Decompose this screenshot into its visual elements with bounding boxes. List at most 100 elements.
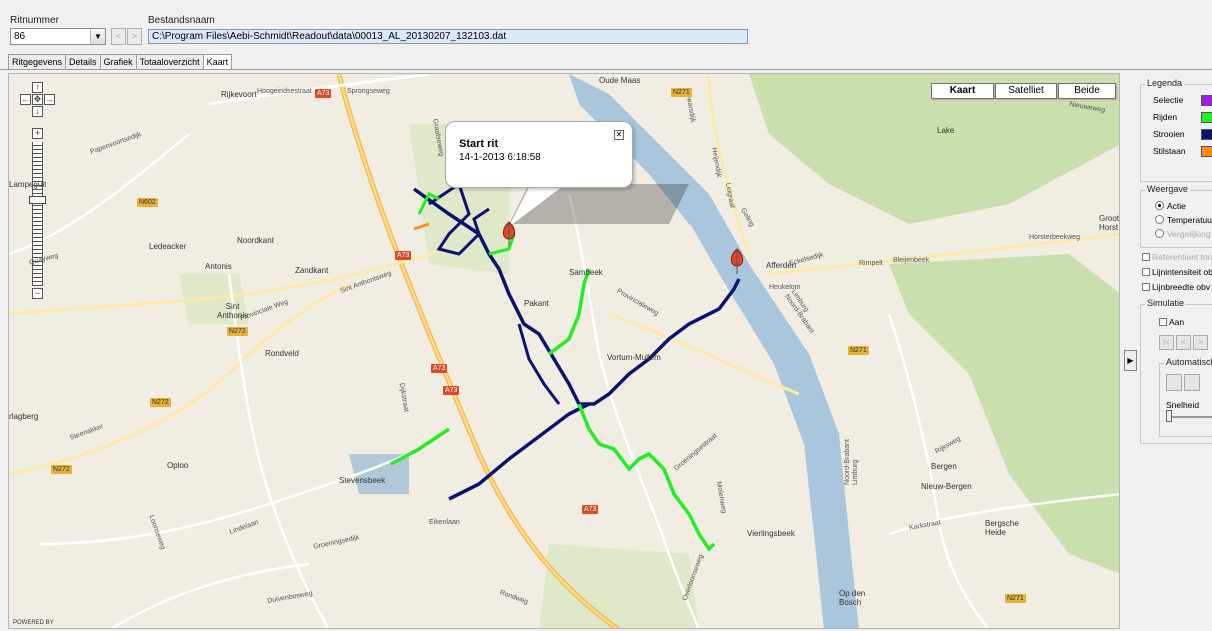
road-label: Horsterbeekweg (1029, 234, 1080, 241)
tab-grafiek[interactable]: Grafiek (99, 54, 137, 69)
radio-label: Actie (1167, 201, 1186, 211)
place-label: Oude Maas (599, 76, 641, 85)
auto-pause-button[interactable] (1184, 374, 1200, 391)
snelheid-label: Snelheid (1166, 400, 1200, 410)
road (768, 232, 1119, 276)
zoom-slider[interactable] (32, 142, 43, 286)
road (608, 312, 800, 396)
road-shield: N271 (1005, 594, 1026, 603)
place-text: Groote Horst (1099, 214, 1120, 232)
radio-dot[interactable] (1155, 229, 1164, 238)
route-strooien (412, 187, 741, 406)
bestandsnaam-field[interactable]: C:\Program Files\Aebi-Schmidt\Readout\da… (148, 29, 748, 44)
legend-label: Stilstaan (1153, 146, 1186, 156)
sim-next-button[interactable]: > (1193, 335, 1208, 350)
checkbox-lijnbreedte[interactable]: Lijnbreedte obv (1142, 282, 1210, 292)
legend-swatch-stilstaan (1201, 146, 1212, 157)
start-marker-icon[interactable] (502, 221, 516, 246)
road (567, 193, 700, 628)
route-stilstaan (413, 222, 430, 231)
pan-right-icon[interactable]: → (44, 94, 55, 105)
road-shield: A73 (443, 386, 460, 395)
collapse-panel-button[interactable]: ▶ (1124, 350, 1137, 371)
map-canvas[interactable] (9, 74, 1120, 629)
road (38, 442, 430, 546)
checkbox-referentierit[interactable]: Referentierit ton (1142, 252, 1212, 262)
pan-left-icon[interactable]: ← (20, 94, 31, 105)
prev-rit-button[interactable]: < (111, 28, 126, 45)
bestandsnaam-label: Bestandsnaam (148, 15, 215, 26)
road-label: Hoogeindsestraat (257, 88, 312, 95)
route-rijden (577, 403, 716, 552)
right-panel: Legenda Selectie Rijden Strooien Stilsta… (1138, 72, 1212, 631)
road (9, 247, 450, 316)
place-text: Sint Anthonis (217, 302, 249, 320)
place-label: Bergsche Heide (985, 519, 1019, 537)
checkbox-box[interactable] (1142, 283, 1150, 291)
place-label: Nieuw-Bergen (921, 482, 972, 491)
route-strooien (517, 323, 561, 405)
tab-totaaloverzicht[interactable]: Totaaloverzicht (135, 54, 204, 69)
maptype-beide-button[interactable]: Beide (1058, 83, 1116, 99)
ritnummer-value: 86 (14, 31, 26, 42)
start-popup: Start rit 14-1-2013 6:18:58 ✕ (445, 121, 633, 188)
tab-divider (0, 69, 1212, 70)
snelheid-slider-track[interactable] (1166, 416, 1212, 418)
radio-actie[interactable]: Actie (1155, 201, 1186, 211)
end-marker-icon[interactable] (730, 248, 744, 274)
tab-details[interactable]: Details (65, 54, 101, 69)
zoom-in-icon[interactable]: + (32, 128, 43, 139)
radio-dot[interactable] (1155, 201, 1164, 210)
snelheid-slider-thumb[interactable] (1166, 410, 1172, 422)
checkbox-lijnintensiteit[interactable]: Lijnintensiteit ob (1142, 267, 1212, 277)
tab-kaart[interactable]: Kaart (202, 54, 233, 70)
place-label: Ledeacker (149, 242, 187, 251)
radio-temperatuur[interactable]: Temperatuur (1155, 215, 1212, 225)
route-rijden (390, 427, 450, 466)
zoom-slider-thumb[interactable] (29, 196, 46, 204)
road-label: Rimpelt (859, 260, 883, 267)
place-label: Bergen (931, 462, 957, 471)
maptype-satelliet-button[interactable]: Satelliet (995, 83, 1057, 99)
place-label: Vortum-Mullem (607, 353, 661, 362)
forest-area (889, 254, 1119, 574)
next-rit-button[interactable]: > (127, 28, 142, 45)
road-label: Eikenlaan (429, 519, 460, 526)
checkbox-box[interactable] (1142, 268, 1150, 276)
road (208, 74, 430, 106)
tab-ritgegevens[interactable]: Ritgegevens (8, 54, 67, 69)
road-label: Sprongseweg (347, 88, 390, 95)
river (569, 74, 859, 628)
place-label: Sambeek (569, 268, 603, 277)
place-label: Zandkant (295, 266, 329, 275)
auto-play-button[interactable] (1166, 374, 1182, 391)
checkbox-box[interactable] (1142, 253, 1150, 261)
checkbox-aan[interactable]: Aan (1159, 317, 1184, 327)
checkbox-box[interactable] (1159, 318, 1167, 326)
sim-first-button[interactable]: |< (1159, 335, 1174, 350)
radio-vergelijking[interactable]: Vergelijking (1155, 229, 1210, 239)
road (109, 562, 310, 628)
close-icon[interactable]: ✕ (614, 130, 624, 140)
place-label: Vierlingsbeek (747, 529, 795, 538)
checkbox-label: Referentierit ton (1152, 252, 1212, 262)
checkbox-label: Lijnbreedte obv (1152, 282, 1211, 292)
zoom-out-icon[interactable]: − (32, 288, 43, 299)
pan-up-icon[interactable]: ↑ (32, 82, 43, 93)
tab-strip: Ritgegevens Details Grafiek Totaaloverzi… (8, 54, 233, 70)
maptype-kaart-button[interactable]: Kaart (931, 83, 994, 99)
radio-label: Temperatuur (1167, 215, 1212, 225)
place-label: Lampeguit (9, 180, 47, 189)
ritnummer-combobox[interactable]: 86 ▼ (10, 28, 106, 45)
map-view[interactable]: Start rit 14-1-2013 6:18:58 ✕ Kaart Sate… (8, 73, 1120, 629)
place-text: Bergsche Heide (985, 519, 1019, 537)
road-shield: A73 (582, 505, 599, 514)
place-label: Oploo (167, 461, 189, 470)
radio-dot[interactable] (1155, 215, 1164, 224)
place-label: Antonis (205, 262, 232, 271)
weergave-title: Weergave (1145, 184, 1190, 194)
pan-center-icon[interactable]: ✥ (32, 94, 43, 105)
pan-down-icon[interactable]: ↓ (32, 106, 43, 117)
chevron-down-icon[interactable]: ▼ (90, 29, 105, 44)
sim-prev-button[interactable]: < (1176, 335, 1191, 350)
